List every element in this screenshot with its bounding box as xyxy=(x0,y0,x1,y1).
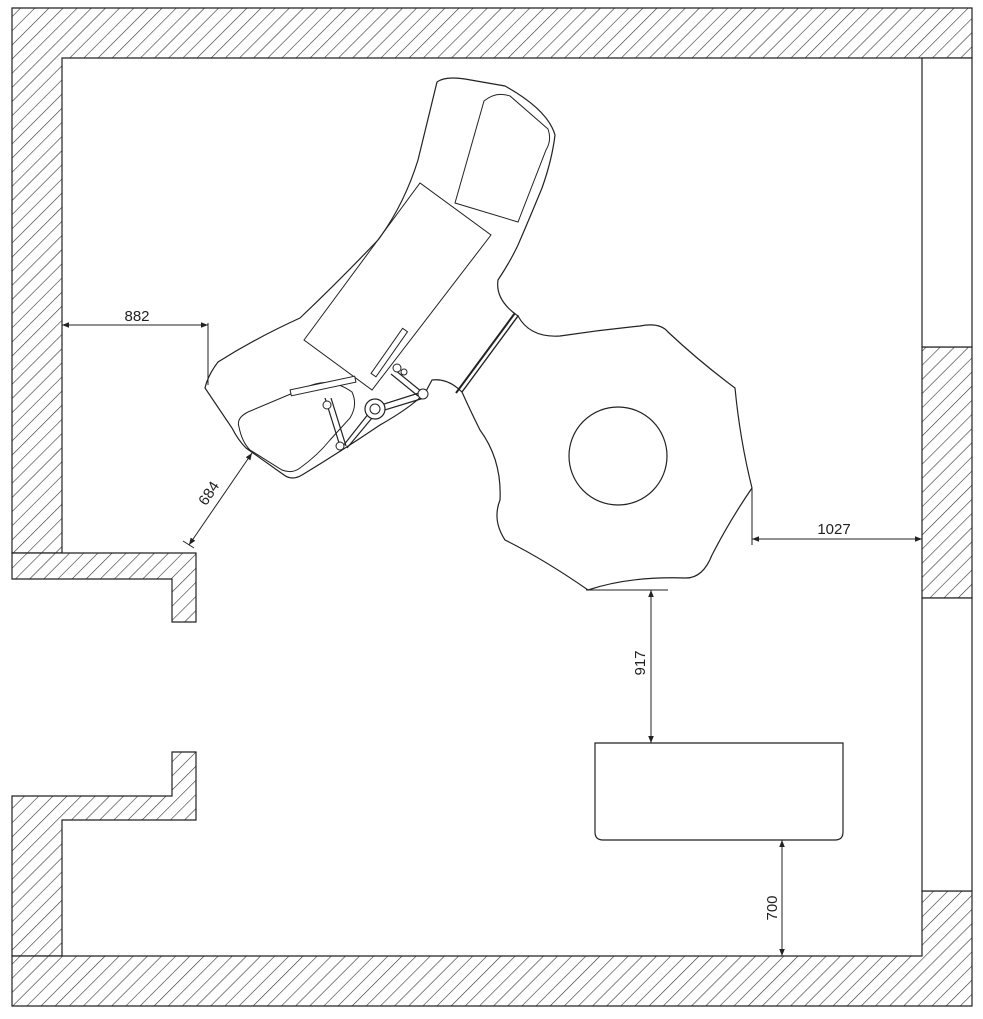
instrument-arms xyxy=(289,327,429,451)
dim-917: 917 xyxy=(632,650,649,675)
left-upper-wall xyxy=(11,552,197,623)
dim-700: 700 xyxy=(764,895,781,920)
chair-headrest xyxy=(454,93,551,223)
dim-684: 684 xyxy=(195,478,223,508)
chair-link-arm xyxy=(455,312,516,394)
monitor-left xyxy=(289,375,357,397)
monitor-right xyxy=(370,327,409,378)
chair-body xyxy=(204,77,556,479)
right-window-upper xyxy=(921,57,973,348)
chair-seat xyxy=(303,182,492,391)
chair-footrest xyxy=(237,382,356,473)
bottom-wall xyxy=(11,890,973,1007)
operator-unit xyxy=(461,314,753,591)
operator-stool xyxy=(568,406,668,506)
joint-left xyxy=(335,441,345,451)
cabinet xyxy=(594,742,844,841)
right-wall-segment xyxy=(921,346,973,599)
walls xyxy=(11,7,973,1007)
dim-1027: 1027 xyxy=(817,521,850,538)
top-wall xyxy=(11,7,973,554)
dimensions: 882 684 1027 917 700 xyxy=(62,308,922,956)
dim-line-684 xyxy=(188,452,253,546)
right-window-lower xyxy=(921,597,973,892)
operator-base xyxy=(461,314,753,591)
joint-right xyxy=(417,388,429,400)
dim-882: 882 xyxy=(124,308,149,325)
dental-unit xyxy=(204,77,556,479)
left-lower-wall xyxy=(11,751,197,957)
